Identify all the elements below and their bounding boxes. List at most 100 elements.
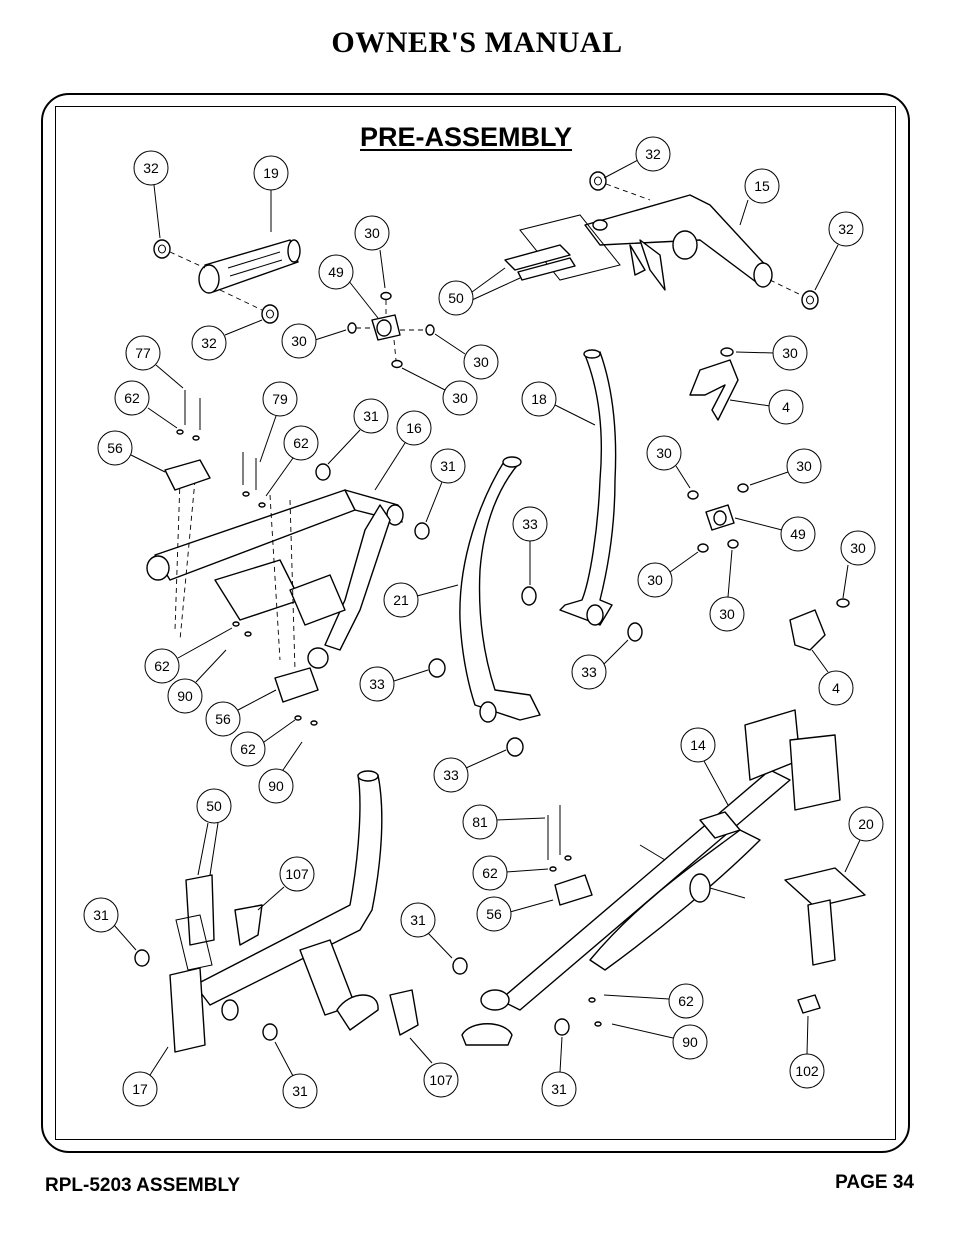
callout-31: 31 xyxy=(274,1041,318,1109)
svg-text:30: 30 xyxy=(364,225,380,241)
callout-49: 49 xyxy=(318,254,379,319)
section-title: PRE-ASSEMBLY xyxy=(360,122,573,152)
svg-text:49: 49 xyxy=(328,264,344,280)
callout-20: 20 xyxy=(844,806,884,873)
callout-33: 33 xyxy=(512,506,548,585)
callout-17: 17 xyxy=(122,1046,169,1107)
callout-33: 33 xyxy=(433,749,507,793)
svg-text:31: 31 xyxy=(292,1083,308,1099)
svg-text:32: 32 xyxy=(201,335,217,351)
callout-33: 33 xyxy=(571,639,629,690)
diagram-frame-outer xyxy=(41,93,910,1153)
svg-text:56: 56 xyxy=(107,440,123,456)
svg-text:90: 90 xyxy=(682,1034,698,1050)
callout-31: 31 xyxy=(400,902,453,959)
callout-31: 31 xyxy=(425,448,466,523)
svg-text:62: 62 xyxy=(482,865,498,881)
svg-text:90: 90 xyxy=(177,688,193,704)
callout-50: 50 xyxy=(438,267,521,316)
svg-text:14: 14 xyxy=(690,737,706,753)
callout-79: 79 xyxy=(259,381,298,463)
svg-text:31: 31 xyxy=(551,1081,567,1097)
callout-90: 90 xyxy=(258,741,303,804)
callout-30: 30 xyxy=(354,215,390,289)
svg-text:107: 107 xyxy=(429,1072,453,1088)
svg-text:32: 32 xyxy=(645,146,661,162)
svg-text:107: 107 xyxy=(285,866,309,882)
part-49-hub-right xyxy=(687,483,749,553)
callout-49: 49 xyxy=(734,516,816,552)
part-14-frame xyxy=(452,709,841,1046)
svg-text:33: 33 xyxy=(443,767,459,783)
svg-text:62: 62 xyxy=(124,390,140,406)
callout-30: 30 xyxy=(434,333,499,380)
part-15-frame xyxy=(584,194,773,291)
part-17-frame xyxy=(134,770,383,1053)
svg-text:79: 79 xyxy=(272,391,288,407)
svg-text:30: 30 xyxy=(291,333,307,349)
callout-31: 31 xyxy=(541,1036,577,1107)
part-16-frame xyxy=(146,463,430,669)
svg-text:15: 15 xyxy=(754,178,770,194)
footer-model: RPL-5203 ASSEMBLY xyxy=(45,1175,240,1196)
callout-18: 18 xyxy=(521,381,596,426)
svg-text:56: 56 xyxy=(215,711,231,727)
callout-31: 31 xyxy=(83,897,137,951)
callout-62: 62 xyxy=(230,719,296,767)
svg-text:62: 62 xyxy=(293,435,309,451)
part-18-post xyxy=(521,349,643,642)
callout-56: 56 xyxy=(476,896,554,932)
part-4-bracket xyxy=(689,347,850,651)
part-callouts: 32 19 32 15 32 30 49 50 32 30 30 30 77 6… xyxy=(83,136,884,1109)
callout-56: 56 xyxy=(97,430,166,473)
callout-4: 4 xyxy=(811,649,854,706)
callout-107: 107 xyxy=(257,856,315,911)
svg-text:19: 19 xyxy=(263,165,279,181)
callout-62: 62 xyxy=(114,380,178,429)
callout-19: 19 xyxy=(253,155,289,232)
callout-14: 14 xyxy=(680,727,729,806)
callout-62: 62 xyxy=(603,983,704,1019)
svg-text:33: 33 xyxy=(522,516,538,532)
footer-page-number: PAGE 34 xyxy=(835,1172,914,1193)
part-56-pad xyxy=(164,459,593,906)
svg-text:30: 30 xyxy=(656,445,672,461)
svg-text:30: 30 xyxy=(647,572,663,588)
svg-text:16: 16 xyxy=(406,420,422,436)
part-32-bushing xyxy=(153,171,819,324)
svg-text:18: 18 xyxy=(531,391,547,407)
svg-text:50: 50 xyxy=(206,798,222,814)
callout-77: 77 xyxy=(125,335,184,389)
svg-text:4: 4 xyxy=(782,399,790,415)
svg-text:31: 31 xyxy=(410,912,426,928)
part-50-bracket-lower xyxy=(175,874,215,971)
callout-33: 33 xyxy=(359,666,429,702)
part-21-post xyxy=(428,456,541,757)
svg-text:30: 30 xyxy=(796,458,812,474)
callout-90: 90 xyxy=(611,1023,708,1060)
svg-text:30: 30 xyxy=(782,345,798,361)
svg-text:62: 62 xyxy=(240,741,256,757)
callout-16: 16 xyxy=(374,410,432,491)
callout-50: 50 xyxy=(196,788,232,876)
callout-32: 32 xyxy=(133,150,169,239)
callout-30: 30 xyxy=(401,367,478,416)
callout-32: 32 xyxy=(191,319,263,361)
svg-text:62: 62 xyxy=(678,993,694,1009)
svg-text:56: 56 xyxy=(486,906,502,922)
callout-62: 62 xyxy=(265,425,319,497)
callout-90: 90 xyxy=(167,649,227,714)
svg-text:33: 33 xyxy=(369,676,385,692)
callout-32: 32 xyxy=(814,211,864,291)
fastener-hardware xyxy=(176,390,602,1027)
svg-text:62: 62 xyxy=(154,658,170,674)
svg-text:31: 31 xyxy=(93,907,109,923)
part-19-tube xyxy=(198,239,301,294)
svg-text:4: 4 xyxy=(832,680,840,696)
svg-text:20: 20 xyxy=(858,816,874,832)
svg-text:31: 31 xyxy=(363,408,379,424)
callout-56: 56 xyxy=(205,689,277,737)
callout-62: 62 xyxy=(472,855,549,891)
callout-30: 30 xyxy=(735,335,808,371)
